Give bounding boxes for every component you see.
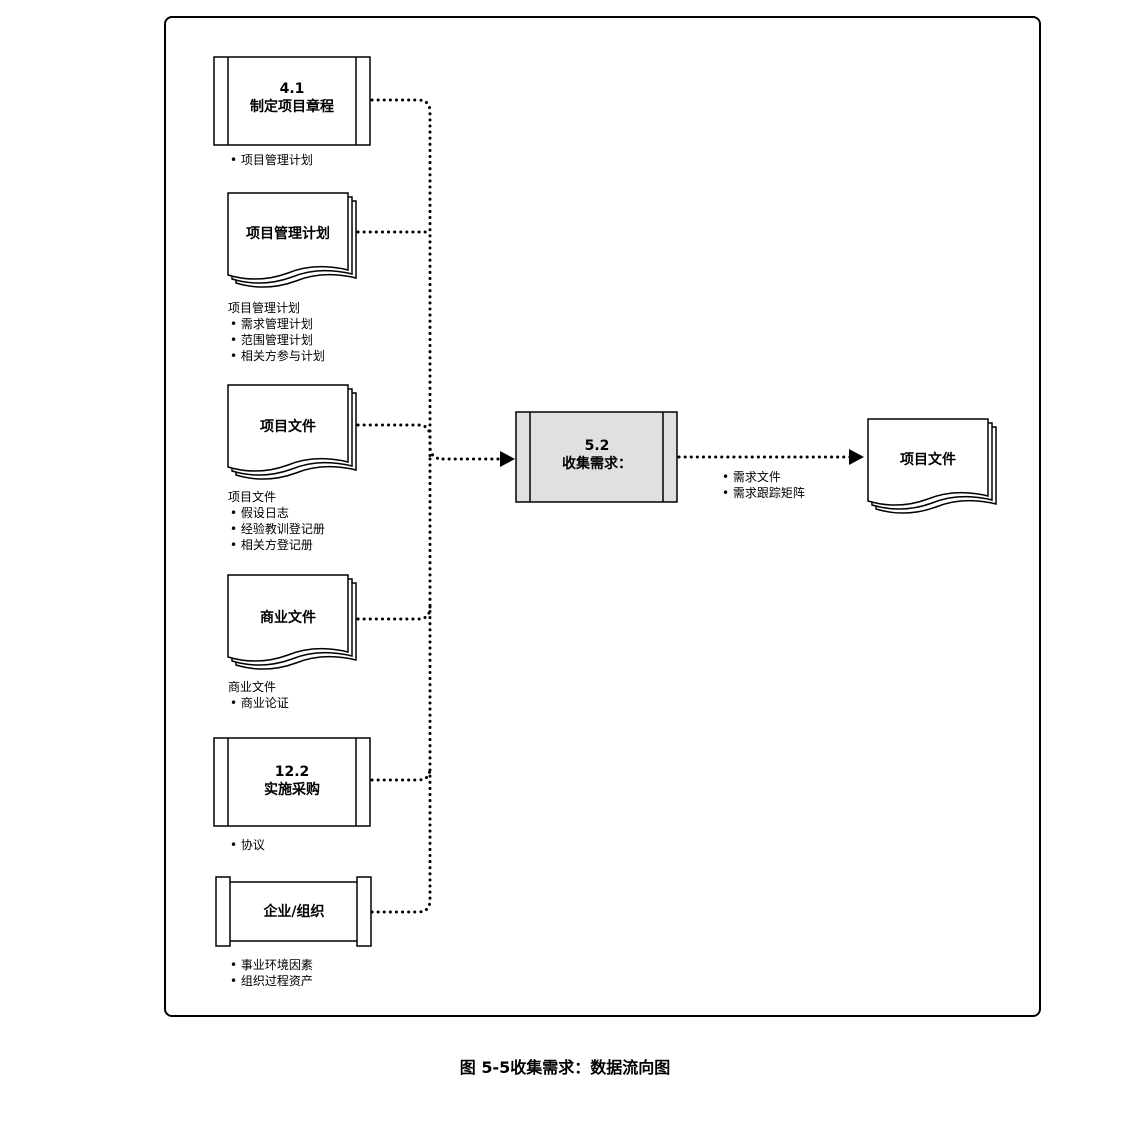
project-docs-name: 项目文件 <box>260 418 316 435</box>
connector-charter <box>370 98 432 461</box>
process-box-procurement: 12.2 实施采购 <box>213 737 371 827</box>
business-docs-name: 商业文件 <box>260 609 316 626</box>
document-pm-plan <box>227 192 357 288</box>
pm-plan-list-title: 项目管理计划 <box>228 300 300 315</box>
project-docs-list-title: 项目文件 <box>228 489 276 504</box>
connector-business-docs <box>356 605 432 621</box>
pm-plan-list: 项目管理计划 • 需求管理计划 • 范围管理计划 • 相关方参与计划 <box>228 300 325 363</box>
arrow-to-process <box>500 451 515 467</box>
pm-plan-bullet-1: • 需求管理计划 <box>230 316 313 331</box>
document-business-docs <box>227 574 357 670</box>
arrow-to-output <box>849 449 864 465</box>
output-name: 项目文件 <box>900 451 956 468</box>
enterprise-box <box>215 876 372 947</box>
business-docs-bullet-1: • 商业论证 <box>230 695 289 710</box>
project-docs-list: 项目文件 • 假设日志 • 经验教训登记册 • 相关方登记册 <box>228 489 325 552</box>
project-docs-bullet-1: • 假设日志 <box>230 506 289 520</box>
enterprise-bullet-2: • 组织过程资产 <box>230 973 313 988</box>
pm-plan-bullet-3: • 相关方参与计划 <box>230 348 325 363</box>
project-docs-bullet-3: • 相关方登记册 <box>230 537 313 552</box>
procurement-bullet-1: • 协议 <box>230 837 265 852</box>
connectors <box>356 98 852 914</box>
output-list: • 需求文件 • 需求跟踪矩阵 <box>722 469 805 500</box>
pm-plan-name: 项目管理计划 <box>246 225 330 242</box>
charter-bullet-1: • 项目管理计划 <box>230 152 313 167</box>
output-bullet-2: • 需求跟踪矩阵 <box>722 486 805 500</box>
connector-enterprise <box>370 457 432 914</box>
procurement-name: 实施采购 <box>264 781 320 798</box>
process-box-collect-requirements: 5.2 收集需求： <box>515 411 678 503</box>
process-name: 收集需求： <box>562 455 632 472</box>
process-number: 5.2 <box>585 438 610 454</box>
pm-plan-bullet-2: • 范围管理计划 <box>230 332 313 347</box>
business-docs-list-title: 商业文件 <box>228 679 276 694</box>
figure-caption: 图 5-5收集需求：数据流向图 <box>459 1058 671 1077</box>
enterprise-bullet-1: • 事业环境因素 <box>230 957 313 972</box>
procurement-number: 12.2 <box>275 764 310 780</box>
diagram-frame <box>164 16 1041 1017</box>
connector-project-docs <box>356 423 445 461</box>
business-docs-list: 商业文件 • 商业论证 <box>228 679 289 710</box>
project-docs-bullet-2: • 经验教训登记册 <box>230 521 325 536</box>
connector-procurement <box>370 766 432 782</box>
enterprise-name: 企业/组织 <box>262 903 324 920</box>
charter-number: 4.1 <box>280 81 305 97</box>
process-box-charter: 4.1 制定项目章程 <box>213 56 371 146</box>
output-bullet-1: • 需求文件 <box>722 469 781 484</box>
enterprise-list: • 事业环境因素 • 组织过程资产 <box>230 957 313 988</box>
document-output-project-docs <box>867 418 997 514</box>
document-project-docs <box>227 384 357 480</box>
charter-name: 制定项目章程 <box>250 98 334 115</box>
